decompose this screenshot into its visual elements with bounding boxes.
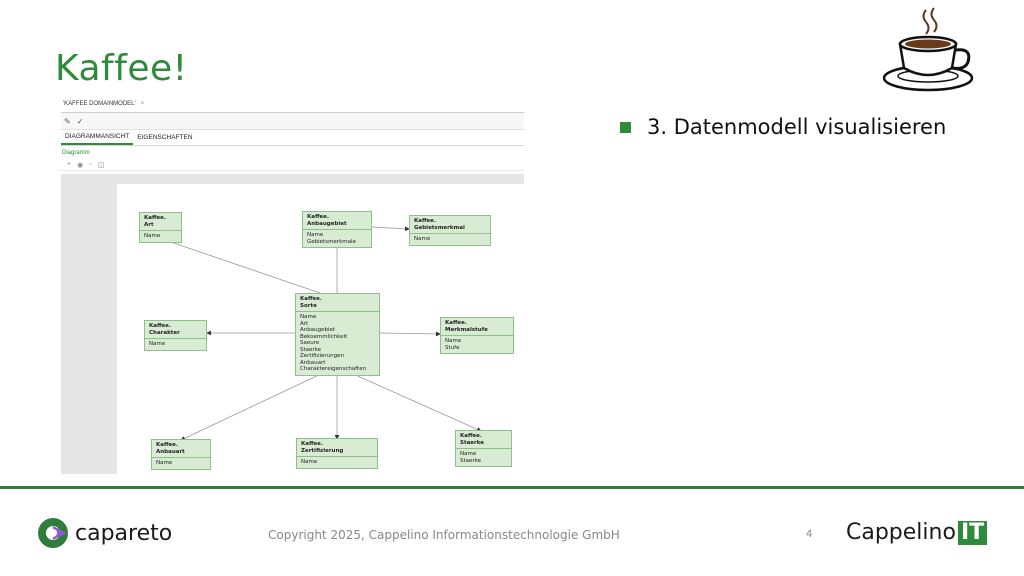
edge-sorte-merkmalstufe <box>378 331 441 337</box>
coffee-cup-icon <box>882 7 974 92</box>
class-sorte-attr: Zertifizierungen <box>300 353 344 359</box>
editor-toolbar: ✎ ✓ <box>61 113 524 130</box>
edge-sorte-staerke <box>350 372 482 432</box>
class-zertifizierung-name: Zertifizierung <box>301 447 344 454</box>
capareto-logo-text: capareto <box>75 520 173 546</box>
edge-anbaugebiet-gebietsmerkmal <box>371 226 410 232</box>
view-icon[interactable]: ◉ <box>77 161 84 169</box>
class-charakter-attr: Name <box>149 341 166 347</box>
bullet-square <box>620 121 631 133</box>
bullet-text: 3. Datenmodell visualisieren <box>647 115 947 139</box>
cappelino-it-logo: Cappelino IT <box>846 520 988 545</box>
class-charakter-package: Kaffee. <box>149 323 171 329</box>
class-sorte-attr: Anbaugebiet <box>300 327 336 333</box>
class-staerke-package: Kaffee. <box>460 433 482 439</box>
edge-sorte-art <box>161 238 324 295</box>
close-icon[interactable]: × <box>140 101 145 107</box>
class-anbaugebiet-attr: Name <box>307 232 324 238</box>
export-icon[interactable]: ◫ <box>97 161 105 169</box>
class-anbauart-attr: Name <box>156 460 173 466</box>
class-sorte-attr: Anbauart <box>300 359 326 366</box>
section-label: Diagramm <box>62 150 90 156</box>
editor-subtabs: DIAGRAMMANSICHT EIGENSCHAFTEN <box>61 130 524 146</box>
class-anbauart-name: Anbauart <box>156 448 185 455</box>
cappelino-logo-it: IT <box>957 520 988 545</box>
class-sorte-attr: Bekoemmlichkeit <box>300 333 348 340</box>
class-art[interactable]: Kaffee.Art Name <box>139 212 182 243</box>
class-staerke-attr: Staerke <box>460 457 482 464</box>
class-sorte-name: Sorte <box>300 302 317 309</box>
class-gebietsmerkmal-name: Gebietsmerkmal <box>414 224 465 231</box>
capareto-mark-icon <box>38 518 68 548</box>
class-staerke-attr: Name <box>460 451 477 457</box>
class-sorte-package: Kaffee. <box>300 296 322 302</box>
class-gebietsmerkmal-attr: Name <box>414 236 431 242</box>
class-zertifizierung-package: Kaffee. <box>301 441 323 447</box>
class-art-package: Kaffee. <box>144 215 166 221</box>
class-sorte[interactable]: Kaffee.Sorte Name Art Anbaugebiet Bekoem… <box>295 293 380 376</box>
class-zertifizierung[interactable]: Kaffee.Zertifizierung Name <box>296 438 378 469</box>
editor-tab-bar: 'KAFFEE DOMAINMODEL' × <box>61 96 524 113</box>
class-merkmalstufe-attr: Stufe <box>445 344 460 351</box>
class-sorte-attr: Name <box>300 314 317 320</box>
class-gebietsmerkmal-package: Kaffee. <box>414 218 436 224</box>
class-merkmalstufe-package: Kaffee. <box>445 320 467 326</box>
class-sorte-attr: Art <box>300 320 309 327</box>
diagram-toolbar: + ◉ ▫ ◫ <box>61 159 524 171</box>
class-merkmalstufe-name: Merkmalstufe <box>445 326 488 333</box>
class-staerke-name: Staerke <box>460 439 484 446</box>
footer-divider <box>0 486 1024 489</box>
capareto-logo: capareto <box>37 517 172 549</box>
class-art-attr: Name <box>144 233 161 239</box>
class-merkmalstufe-attr: Name <box>445 338 462 344</box>
class-zertifizierung-attr: Name <box>301 459 318 465</box>
editor-screenshot: 'KAFFEE DOMAINMODEL' × ✎ ✓ DIAGRAMMANSIC… <box>61 96 524 474</box>
bullet-item: 3. Datenmodell visualisieren <box>620 115 946 139</box>
class-anbaugebiet-name: Anbaugebiet <box>307 220 347 227</box>
class-anbaugebiet-package: Kaffee. <box>307 214 329 220</box>
class-sorte-attr: Staerke <box>300 346 322 353</box>
class-anbauart-package: Kaffee. <box>156 442 178 448</box>
trash-icon[interactable]: ▫ <box>89 161 92 168</box>
class-charakter[interactable]: Kaffee.Charakter Name <box>144 320 207 351</box>
copyright-text: Copyright 2025, Cappelino Informationste… <box>268 528 620 542</box>
tab-eigenschaften[interactable]: EIGENSCHAFTEN <box>137 134 193 141</box>
class-art-name: Art <box>144 221 154 228</box>
class-sorte-attr: Saeure <box>300 340 320 346</box>
check-icon[interactable]: ✓ <box>76 116 84 126</box>
diagram-edges <box>161 226 482 441</box>
edge-sorte-anbauart <box>180 372 324 441</box>
plus-icon[interactable]: + <box>67 161 72 168</box>
editor-tab-title: 'KAFFEE DOMAINMODEL' <box>63 101 136 107</box>
tab-diagrammansicht[interactable]: DIAGRAMMANSICHT <box>61 130 134 145</box>
editor-tab[interactable]: 'KAFFEE DOMAINMODEL' × <box>61 96 148 112</box>
class-gebietsmerkmal[interactable]: Kaffee.Gebietsmerkmal Name <box>409 215 491 246</box>
class-charakter-name: Charakter <box>149 329 180 336</box>
slide-title: Kaffee! <box>55 48 188 89</box>
page-number: 4 <box>806 528 813 540</box>
class-anbaugebiet-attr: Gebietsmerkmale <box>307 238 356 245</box>
class-sorte-attr: Charaktereigenschaften <box>300 366 367 372</box>
edit-icon[interactable]: ✎ <box>64 116 71 126</box>
cappelino-logo-text: Cappelino <box>846 520 956 545</box>
class-anbauart[interactable]: Kaffee.Anbauart Name <box>151 439 211 470</box>
